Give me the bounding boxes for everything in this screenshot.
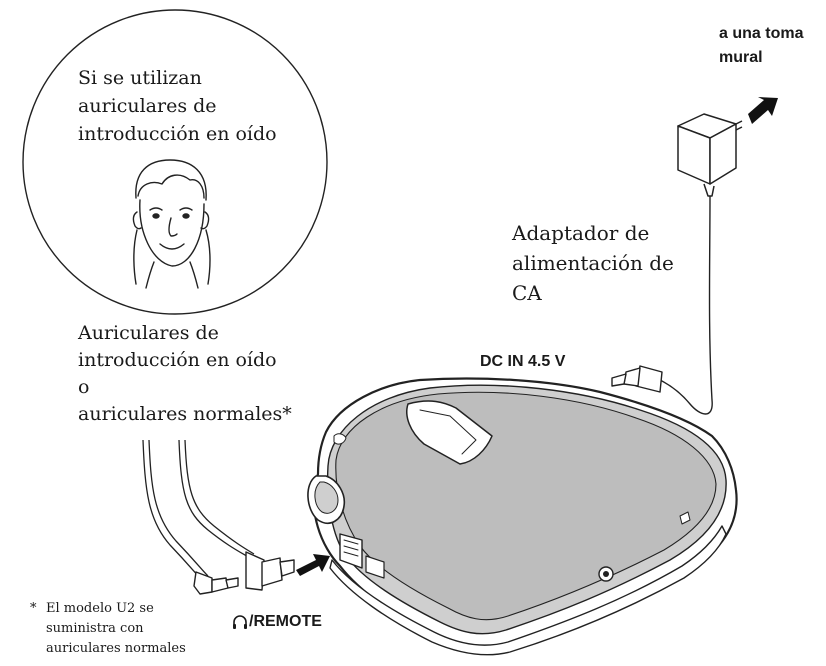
headphone-plug (245, 551, 295, 591)
outlet-label-line: a una toma (719, 25, 804, 42)
headphones-label-line: o (78, 376, 90, 398)
headphone-icon (233, 615, 247, 629)
headphones-label-line: auriculares normales* (78, 403, 292, 425)
circle-caption-line: introducción en oído (78, 123, 277, 145)
outlet-label-line: mural (719, 49, 763, 66)
footnote: * El modelo U2 se suministra con auricul… (30, 599, 186, 659)
face-icon (132, 159, 211, 289)
circle-caption: Si se utilizan auriculares de introducci… (78, 64, 277, 148)
footnote-line: El modelo U2 se (46, 601, 154, 616)
footnote-body: El modelo U2 se suministra con auricular… (30, 599, 186, 659)
adapter-label-line: Adaptador de (512, 221, 650, 245)
earphone-plug (193, 571, 239, 595)
headphone-cord (184, 439, 255, 555)
headphones-label-line: introducción en oído (78, 349, 277, 371)
inset-circle (22, 9, 328, 315)
adapter-label: Adaptador de alimentación de CA (512, 218, 674, 308)
dc-plug (611, 365, 663, 393)
outlet-label: a una toma mural (719, 22, 803, 70)
footnote-mark: * (30, 601, 37, 616)
headphone-cord (178, 439, 251, 559)
remote-label-text: /REMOTE (249, 613, 322, 630)
arrow-icon (296, 554, 330, 576)
headphones-label-line: Auriculares de (78, 322, 219, 344)
headphones-label: Auriculares de introducción en oído o au… (78, 320, 292, 428)
earphone-cord (142, 439, 203, 581)
ac-adapter (677, 113, 743, 197)
cd-player (307, 377, 738, 656)
circle-caption-line: auriculares de (78, 95, 217, 117)
arrow-icon (748, 97, 778, 124)
footnote-line: suministra con (46, 621, 144, 636)
adapter-cord (659, 195, 713, 415)
circle-caption-line: Si se utilizan (78, 67, 202, 89)
dc-in-label: DC IN 4.5 V (480, 353, 566, 370)
adapter-label-line: CA (512, 281, 542, 305)
earphone-cord (148, 439, 209, 577)
footnote-line: auriculares normales (46, 641, 186, 656)
adapter-label-line: alimentación de (512, 251, 674, 275)
remote-label: /REMOTE (232, 613, 322, 631)
